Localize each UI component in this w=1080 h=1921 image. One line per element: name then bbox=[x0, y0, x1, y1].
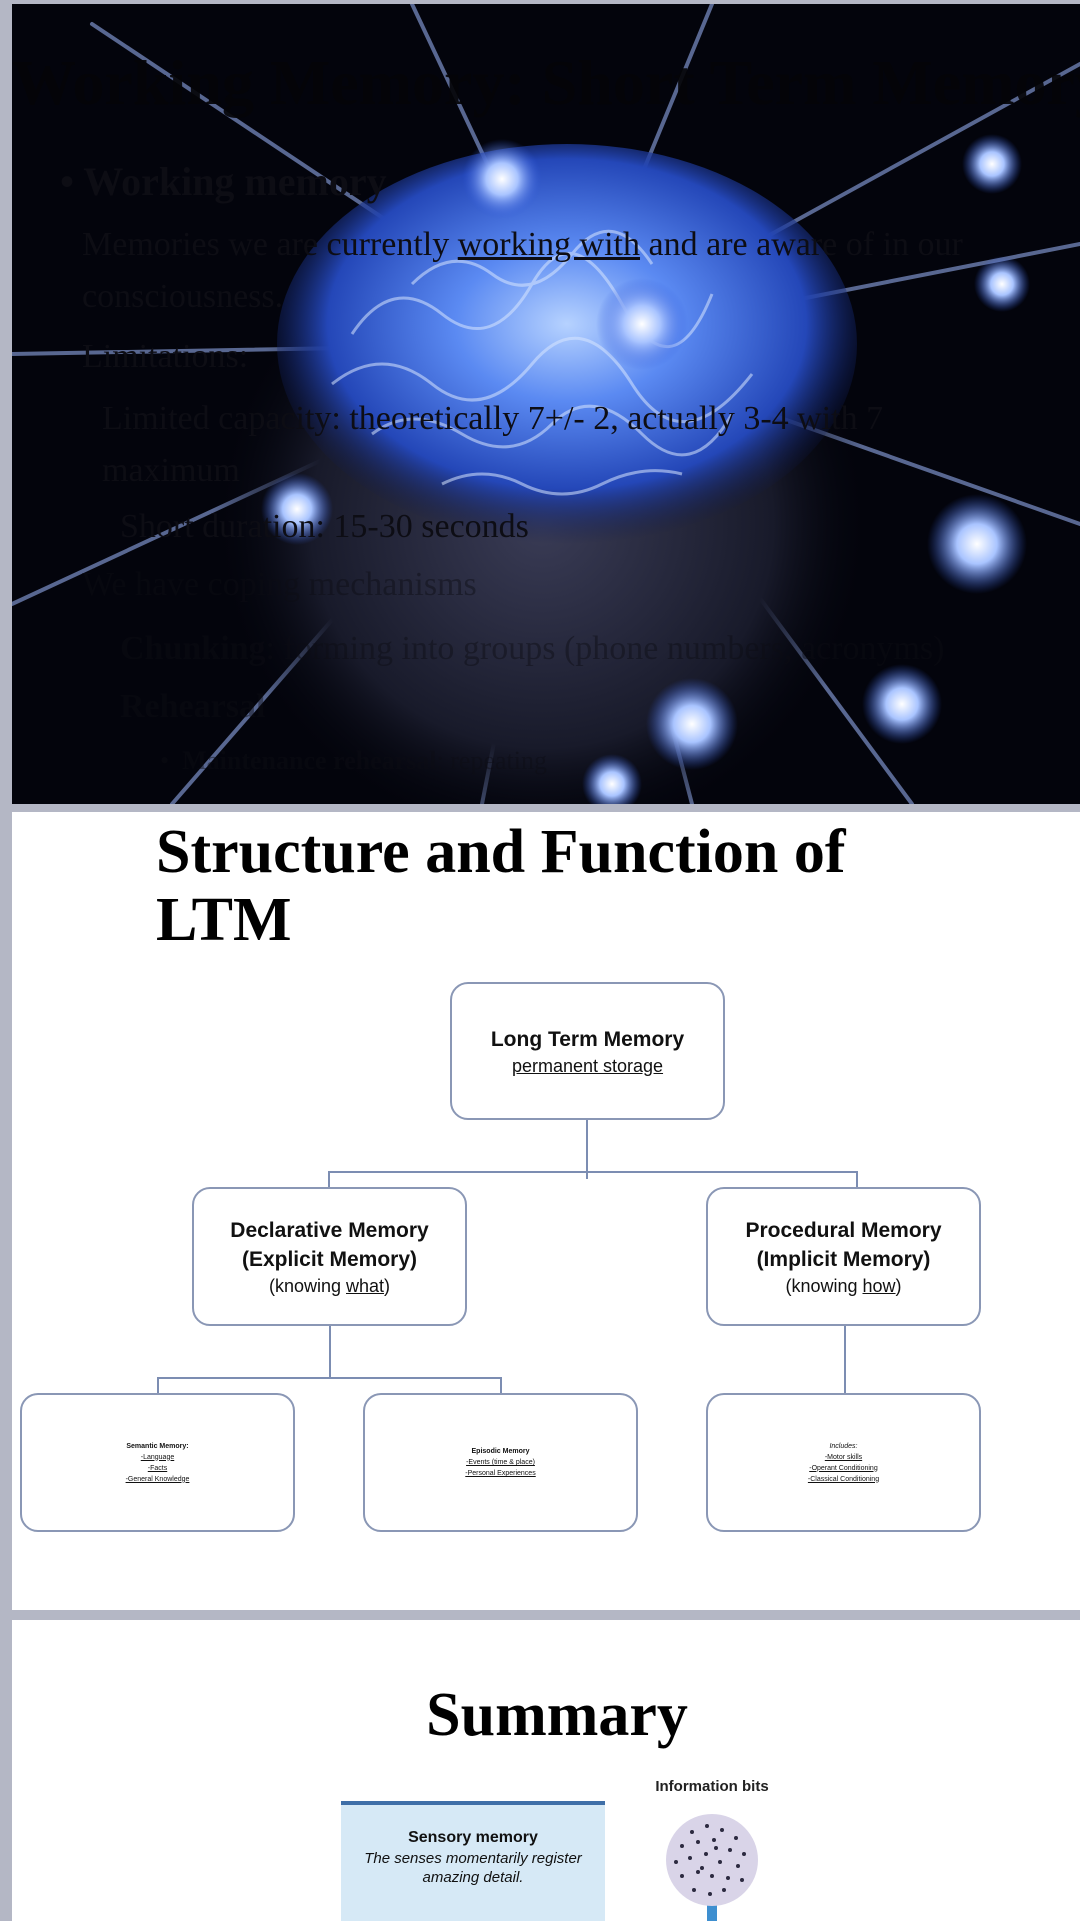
bullet-line-8: Chunking: forming into groups (phone num… bbox=[120, 630, 944, 668]
sensory-description-line2: amazing detail. bbox=[422, 1869, 524, 1886]
detail-heading: Semantic Memory: bbox=[126, 1442, 189, 1450]
node-title-line2: (Explicit Memory) bbox=[241, 1247, 418, 1271]
node-long-term-memory: Long Term Memory permanent storage bbox=[450, 982, 725, 1120]
line-text: Memories we are currently bbox=[82, 226, 458, 263]
subtitle-underlined: how bbox=[862, 1275, 896, 1296]
bullet-line-1: Memories we are currently working with a… bbox=[82, 226, 963, 264]
information-bits-label: Information bits bbox=[655, 1778, 769, 1795]
node-subtitle: (knowing what) bbox=[269, 1274, 390, 1298]
node-implicit-memory-includes: Includes: -Motor skills -Operant Conditi… bbox=[706, 1393, 981, 1532]
connector-line bbox=[856, 1171, 858, 1187]
sensory-heading: Sensory memory bbox=[408, 1829, 538, 1846]
sensory-description-line1: The senses momentarily register bbox=[364, 1850, 582, 1867]
bold-text: Maintenance rehearsal bbox=[182, 746, 437, 775]
node-episodic-memory: Episodic Memory -Events (time & place) -… bbox=[363, 1393, 638, 1532]
bullet-line-6: Short duration: 15-30 seconds bbox=[120, 508, 529, 545]
connector-line bbox=[328, 1171, 330, 1187]
node-procedural-memory: Procedural Memory (Implicit Memory) (kno… bbox=[706, 1187, 981, 1326]
node-title-line1: Procedural Memory bbox=[745, 1218, 942, 1242]
bold-text: Rehearsal bbox=[120, 688, 266, 725]
detail-item: -Classical Conditioning bbox=[807, 1475, 880, 1483]
detail-item: -Events (time & place) bbox=[466, 1459, 535, 1466]
node-subtitle: (knowing how) bbox=[785, 1274, 901, 1298]
slide-title: Summary bbox=[426, 1681, 688, 1749]
node-detail: Semantic Memory: -Language -Facts -Gener… bbox=[126, 1441, 190, 1485]
sensory-memory-box: Sensory memory The senses momentarily re… bbox=[341, 1801, 605, 1921]
bullet-heading: • Working memory bbox=[60, 159, 387, 204]
slide-title: Working Memory: Short Term Memory bbox=[12, 47, 1080, 118]
detail-item: -Personal Experiences bbox=[465, 1470, 536, 1477]
detail-item: -Language bbox=[140, 1453, 175, 1461]
connector-line bbox=[328, 1171, 858, 1173]
node-subtitle: permanent storage bbox=[511, 1055, 664, 1076]
subtitle-underlined: what bbox=[346, 1275, 385, 1296]
subtitle-text: ) bbox=[895, 1275, 902, 1296]
node-semantic-memory: Semantic Memory: -Language -Facts -Gener… bbox=[20, 1393, 295, 1532]
node-declarative-memory: Declarative Memory (Explicit Memory) (kn… bbox=[192, 1187, 467, 1326]
bold-text: Chunking bbox=[120, 630, 266, 667]
connector-line bbox=[157, 1377, 159, 1393]
underlined-text: working with bbox=[457, 226, 641, 263]
bullet-line-3: Limitations: bbox=[82, 338, 249, 375]
slide-title: Structure and Function of LTM bbox=[156, 818, 846, 954]
detail-item: -General Knowledge bbox=[125, 1475, 190, 1483]
subtitle-text: ) bbox=[384, 1275, 391, 1296]
bullet-line-7: We have coping mechanisms bbox=[82, 566, 477, 603]
detail-item: -Motor skills bbox=[824, 1453, 863, 1461]
bullet-heading-text: Working memory bbox=[83, 159, 387, 204]
detail-heading: Episodic Memory bbox=[471, 1448, 530, 1455]
slide-working-memory: Working Memory: Short Term Memory • Work… bbox=[12, 4, 1080, 804]
bullet-line-10: • Maintenance rehearsal: repeating bbox=[160, 746, 547, 775]
connector-line bbox=[500, 1377, 502, 1393]
information-bits-icon bbox=[666, 1814, 758, 1921]
bullet-line-9: Rehearsal bbox=[120, 688, 265, 726]
node-title-line2: (Implicit Memory) bbox=[756, 1247, 931, 1271]
node-title: Long Term Memory bbox=[490, 1027, 685, 1051]
bullet-line-5: maximum bbox=[102, 452, 240, 489]
connector-line bbox=[844, 1325, 846, 1393]
bullet-line-2: consciousness. bbox=[82, 278, 284, 315]
subtitle-text: (knowing bbox=[268, 1275, 346, 1296]
line-text: : repeating bbox=[436, 746, 547, 775]
node-title-line1: Declarative Memory bbox=[230, 1218, 429, 1242]
bullet-line-4: Limited capacity: theoretically 7+/- 2, … bbox=[102, 400, 884, 437]
detail-heading: Includes: bbox=[829, 1442, 858, 1450]
node-detail: Includes: -Motor skills -Operant Conditi… bbox=[808, 1441, 879, 1485]
slide-ltm-structure: Structure and Function of LTM Long Term … bbox=[12, 812, 1080, 1610]
connector-line bbox=[586, 1119, 588, 1179]
detail-item: -Facts bbox=[147, 1464, 168, 1472]
brain-image bbox=[12, 4, 1080, 804]
subtitle-text: (knowing bbox=[785, 1275, 863, 1296]
connector-line bbox=[329, 1325, 331, 1379]
connector-line bbox=[157, 1377, 502, 1379]
slide-summary: Summary Sensory memory The senses moment… bbox=[12, 1620, 1080, 1921]
line-text: : forming into groups (phone numbers, ac… bbox=[265, 630, 945, 667]
detail-item: -Operant Conditioning bbox=[809, 1464, 878, 1472]
line-text: and are aware of in our bbox=[640, 226, 963, 263]
node-detail: Episodic Memory -Events (time & place) -… bbox=[465, 1446, 535, 1479]
